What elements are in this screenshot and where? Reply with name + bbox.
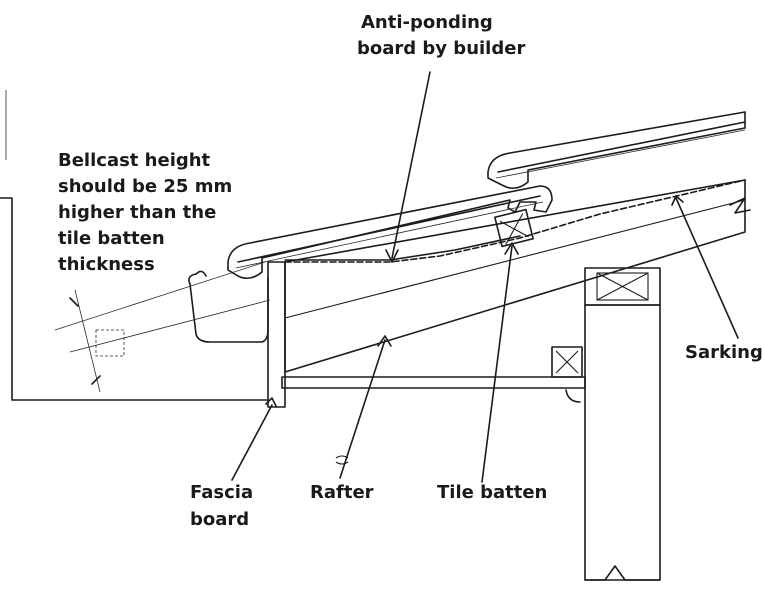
brick-wall [584,304,661,581]
anti-ponding-board [284,235,521,261]
ceiling-joist [281,376,586,389]
upper-roof-tile [487,111,746,190]
lower-roof-tile [227,185,553,280]
label-rafter: Rafter [310,482,374,503]
sarking-membrane [284,179,746,263]
label-anti-ponding-line2: board by builder [357,38,525,59]
gutter [188,270,269,343]
label-bellcast-line3: higher than the [58,202,216,223]
label-fascia-line2: board [190,509,249,530]
label-bellcast-line1: Bellcast height [58,150,211,171]
label-bellcast-line4: tile batten [58,228,165,249]
label-sarking: Sarking [685,342,763,363]
label-fascia-line1: Fascia [190,482,253,503]
label-bellcast-line2: should be 25 mm [58,176,232,197]
tile-batten [494,208,534,248]
ceiling-block [551,346,583,403]
label-anti-ponding-line1: Anti-ponding [361,12,493,33]
wall-plate [584,267,661,306]
label-tile-batten: Tile batten [437,482,547,503]
section-frame-line [0,197,269,401]
bellcast-dimension [54,261,271,393]
leader-lines [231,71,739,483]
label-bellcast-line5: thickness [58,254,155,275]
